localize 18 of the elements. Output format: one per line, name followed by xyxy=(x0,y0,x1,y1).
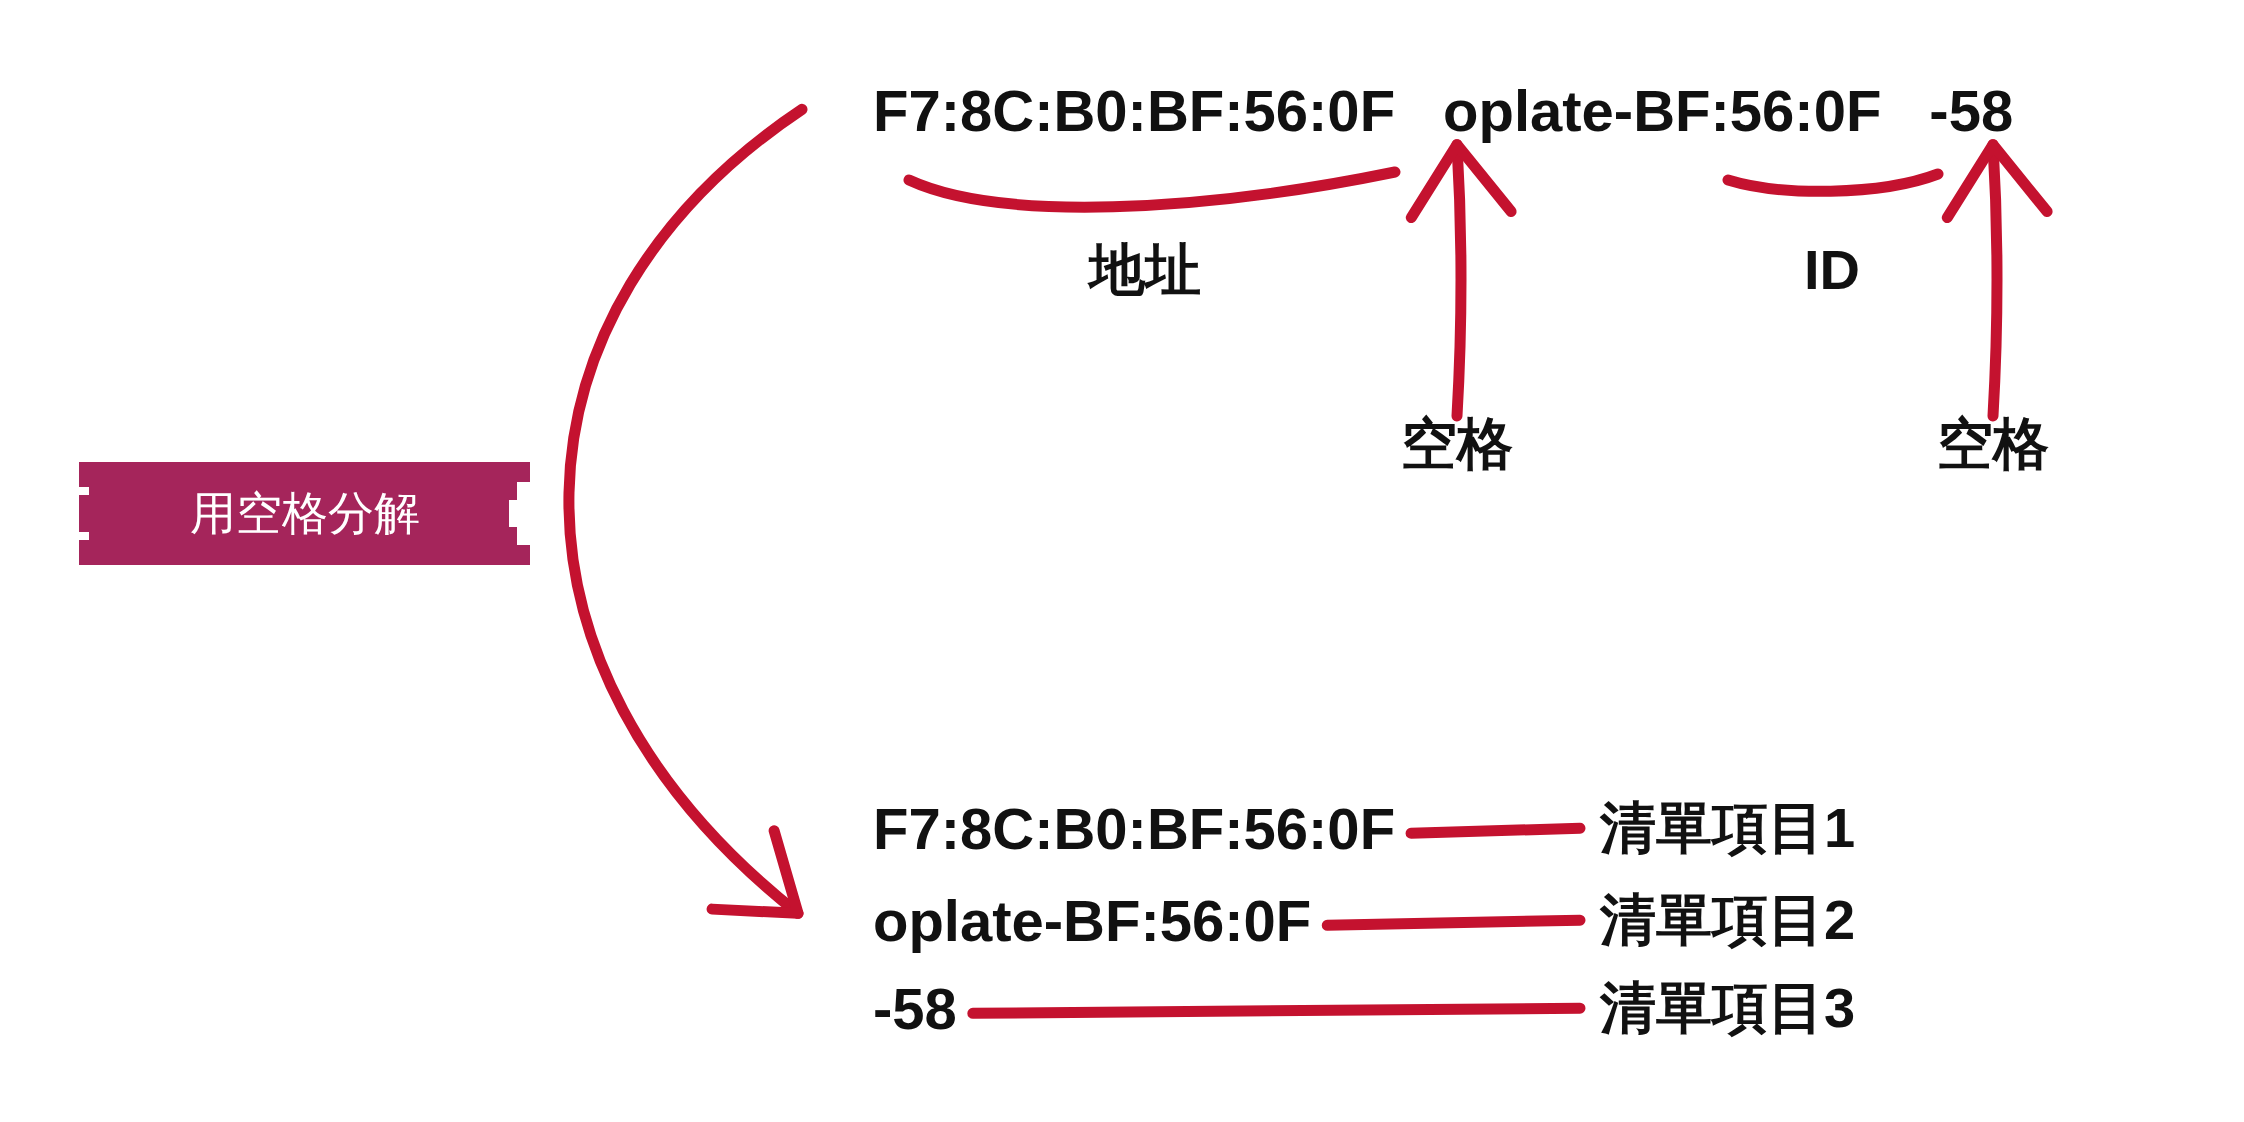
space-label: 空格 xyxy=(1937,412,2049,477)
list-item-text: -58 xyxy=(800,976,973,1043)
code-block: 用空格分解 xyxy=(79,462,530,565)
list-item-label: 清單項目2 xyxy=(1580,888,1856,953)
connector-line xyxy=(1321,914,1586,931)
arrow xyxy=(1941,139,2053,422)
space-label: 空格 xyxy=(1401,412,1513,477)
bracket-label: 地址 xyxy=(1089,238,1201,303)
connector-line xyxy=(1405,822,1586,839)
arrow xyxy=(1405,139,1517,422)
arrow xyxy=(563,103,808,919)
list-item-text: oplate-BF:56:0F xyxy=(800,888,1328,955)
data-string: F7:8C:B0:BF:56:0F oplate-BF:56:0F -58 xyxy=(800,78,2014,145)
list-item-label: 清單項目1 xyxy=(1580,796,1856,861)
bracket-label: ID xyxy=(1804,238,1860,303)
list-item-text: F7:8C:B0:BF:56:0F xyxy=(800,796,1412,863)
connector-line xyxy=(967,1002,1586,1019)
list-item-label: 清單項目3 xyxy=(1580,976,1856,1041)
